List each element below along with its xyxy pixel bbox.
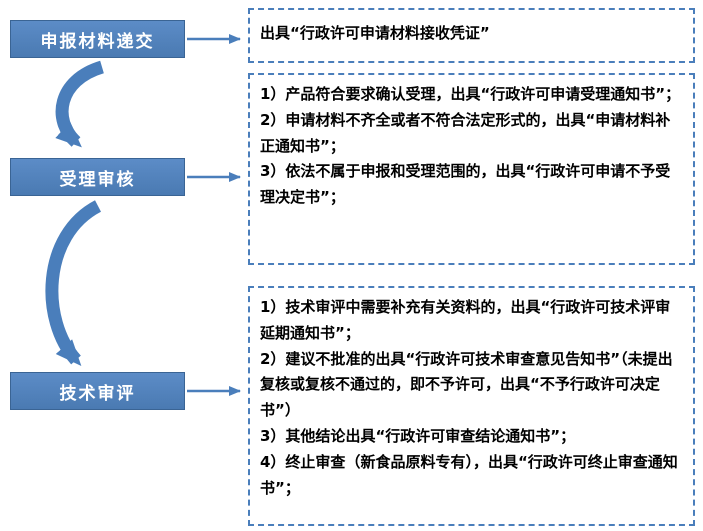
output-line: 2）建议不批准的出具“行政许可技术审查意见告知书”（未提出复核或复核不通过的，即… <box>260 349 673 420</box>
output-box-technical-review: 1）技术审评中需要补充有关资料的，出具“行政许可技术评审延期通知书”； 2）建议… <box>248 286 695 526</box>
step-label: 技术审评 <box>59 383 136 404</box>
output-line: 3）依法不属于申报和受理范围的，出具“行政许可申请不予受理决定书”； <box>260 162 671 207</box>
step-box-acceptance-review: 受理审核 <box>10 158 185 196</box>
step-label: 申报材料递交 <box>40 31 155 52</box>
output-line: 1）产品符合要求确认受理，出具“行政许可申请受理通知书”； <box>260 85 681 103</box>
output-line: 出具“行政许可申请材料接收凭证” <box>260 24 490 42</box>
down-curved-arrow-icon <box>55 60 105 148</box>
step-label: 受理审核 <box>59 169 136 190</box>
step-box-technical-review: 技术审评 <box>10 372 185 410</box>
output-line: 3）其他结论出具“行政许可审查结论通知书”； <box>260 426 576 445</box>
output-box-acceptance-review: 1）产品符合要求确认受理，出具“行政许可申请受理通知书”； 2）申请材料不齐全或… <box>248 73 695 265</box>
output-line: 4）终止审查（新食品原料专有），出具“行政许可终止审查通知书”； <box>260 452 678 497</box>
output-line: 1）技术审评中需要补充有关资料的，出具“行政许可技术评审延期通知书”； <box>260 298 671 342</box>
output-box-submission: 出具“行政许可申请材料接收凭证” <box>248 8 695 63</box>
output-line: 2）申请材料不齐全或者不符合法定形式的，出具“申请材料补正通知书”； <box>260 110 671 155</box>
step-box-submission: 申报材料递交 <box>10 20 185 58</box>
down-curved-arrow-icon <box>45 200 102 366</box>
